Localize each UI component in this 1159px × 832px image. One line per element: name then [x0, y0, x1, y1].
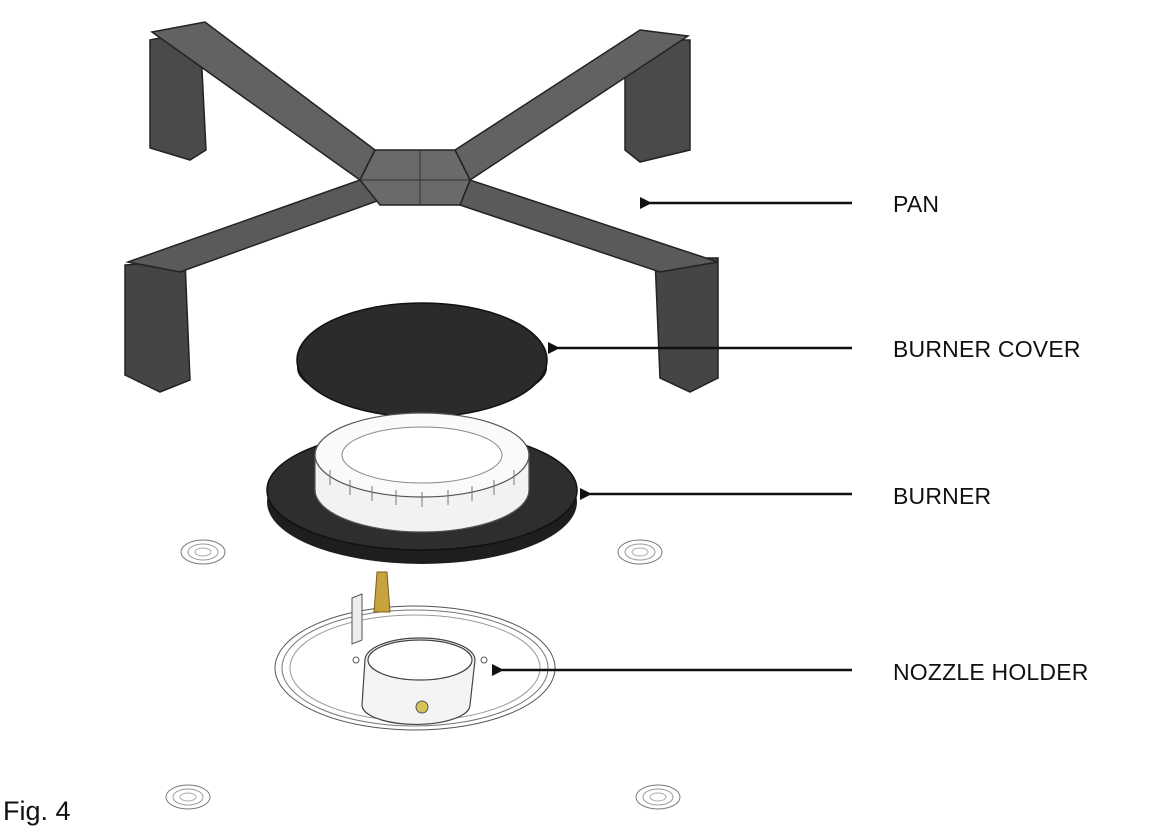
pan-leg-front-right [654, 257, 719, 393]
label-nozzle-holder: NOZZLE HOLDER [893, 659, 1089, 685]
label-burner-cover: BURNER COVER [893, 336, 1081, 362]
burner-cover [296, 302, 548, 418]
label-burner: BURNER [893, 483, 992, 509]
label-pan: PAN [893, 191, 940, 217]
pan-leg-front-left [124, 259, 191, 393]
pan-arm-front-right [459, 179, 719, 273]
grommet-front-left [165, 784, 211, 810]
pan-support [124, 21, 719, 393]
pan-arm-front-left [125, 179, 382, 273]
nozzle-bracket [351, 593, 363, 645]
figure-caption: Fig. 4 [3, 796, 71, 826]
grommet-back-right [617, 539, 663, 565]
grommet-front-right [635, 784, 681, 810]
pan-center-hub [359, 149, 471, 206]
nozzle-injector [373, 571, 391, 613]
nozzle-holder [274, 571, 556, 731]
grommet-back-left [180, 539, 226, 565]
burner [266, 412, 578, 564]
nozzle-screw [415, 700, 429, 714]
